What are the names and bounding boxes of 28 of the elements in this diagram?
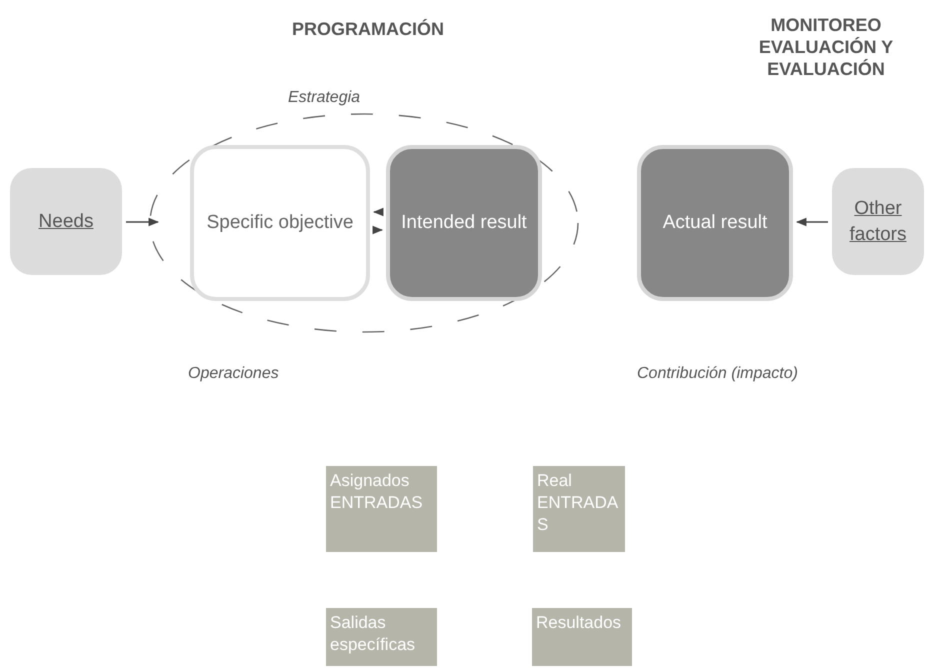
text-box	[533, 466, 625, 552]
node-text: Other factors	[848, 196, 908, 246]
stage-label: Estrategia	[288, 88, 360, 108]
arrow	[126, 218, 160, 226]
process-box	[10, 168, 122, 275]
text-box	[532, 608, 632, 666]
dashed-ellipse	[148, 112, 580, 334]
node-text: Real ENTRADAS	[537, 470, 620, 536]
text-box	[326, 466, 437, 552]
node-text: Resultados	[536, 612, 622, 634]
section-heading: PROGRAMACIÓN	[291, 18, 445, 41]
result-box	[637, 145, 793, 301]
node-text: Needs	[38, 210, 94, 234]
result-box	[386, 145, 542, 301]
node-text: Specific objective	[206, 211, 354, 235]
text-box	[326, 608, 437, 666]
arrow	[372, 208, 384, 216]
stage-label: Contribución (impacto)	[637, 364, 798, 384]
node-text: Asignados ENTRADAS	[330, 470, 424, 514]
arrow	[372, 226, 384, 234]
node-text: Actual result	[662, 211, 768, 235]
process-box	[832, 168, 924, 275]
node-text: Intended result	[400, 211, 528, 235]
stage-label: Operaciones	[188, 364, 279, 384]
arrow	[796, 218, 828, 226]
process-box	[190, 145, 370, 301]
section-heading: MONITOREO EVALUACIÓN Y EVALUACIÓN	[758, 14, 894, 80]
node-text: Salidas específicas	[330, 612, 416, 656]
